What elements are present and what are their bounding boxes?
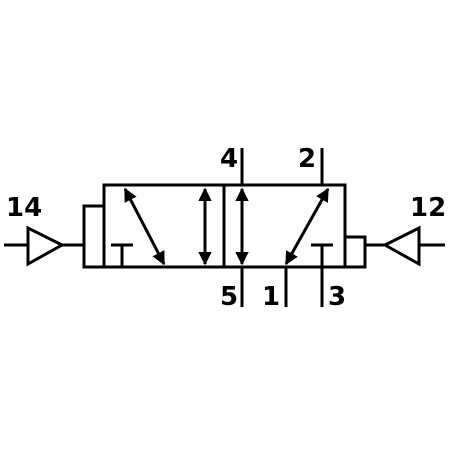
label-port-4: 4 <box>220 144 239 174</box>
label-port-5: 5 <box>220 282 239 312</box>
label-pilot-14: 14 <box>6 193 43 223</box>
left-actuator-block <box>82 204 104 269</box>
label-port-1: 1 <box>262 282 281 312</box>
right-pilot-triangle <box>381 225 421 267</box>
label-pilot-12: 12 <box>410 193 447 223</box>
left-pilot-triangle <box>26 225 66 267</box>
label-port-2: 2 <box>298 144 317 174</box>
right-actuator-block <box>343 235 367 269</box>
label-port-3: 3 <box>328 282 347 312</box>
left-diagonal-arrow <box>123 187 166 266</box>
right-diagonal-arrow <box>284 187 330 266</box>
